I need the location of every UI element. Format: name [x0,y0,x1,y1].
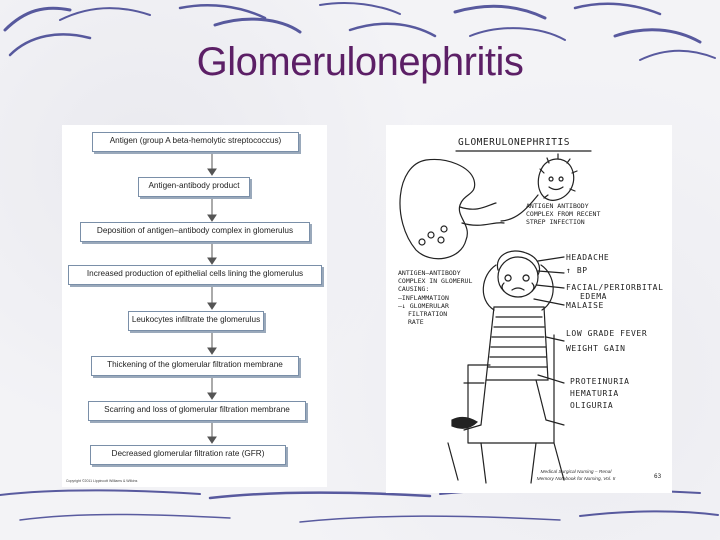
cartoon-heading: GLOMERULONEPHRITIS [458,137,570,148]
complex-label-line: STREP INFECTION [526,218,585,226]
cartoon-credit-line: Medical Surgical Nursing – Renal [540,470,612,475]
kidney-label-line: –INFLAMMATION [398,294,449,302]
symptom-label: ↑ BP [566,266,588,275]
mnemonic-cartoon: GLOMERULONEPHRITIS ANTIGEN ANTIBODY COMP… [386,125,672,493]
flow-step: Antigen-antibody product [138,177,250,197]
symptom-label: FACIAL/PERIORBITAL [566,283,664,292]
antibody-complex-drawing [537,158,575,201]
flow-step: Increased production of epithelial cells… [68,265,322,285]
symptom-label: EDEMA [580,292,608,301]
pathophysiology-flowchart: Antigen (group A beta-hemolytic streptoc… [62,125,327,487]
symptom-label: HEMATURIA [570,389,619,398]
flowchart-arrows [207,151,217,444]
cartoon-illustration [399,150,592,484]
flow-step: Antigen (group A beta-hemolytic streptoc… [92,132,299,152]
cartoon-credit-line: Memory Notebook for Nursing, Vol. II [536,477,616,482]
symptom-label: PROTEINURIA [570,377,630,386]
patient-body [485,306,549,381]
complex-label-line: COMPLEX FROM RECENT [526,210,601,218]
kidney-label-line: –↓ GLOMERULAR [398,302,449,310]
slide-title: Glomerulonephritis [196,40,524,84]
symptom-label: WEIGHT GAIN [566,344,626,353]
symptom-label: MALAISE [566,301,604,310]
flow-step: Thickening of the glomerular filtration … [91,356,299,376]
kidney-label-line: RATE [408,318,424,326]
flow-step: Decreased glomerular filtration rate (GF… [90,445,286,465]
flow-step: Leukocytes infiltrate the glomerulus [128,311,264,331]
symptom-label: HEADACHE [566,253,610,262]
flowchart-copyright: Copyright ©2011 Lippincott Williams & Wi… [66,479,138,483]
kidney-drawing [399,158,476,260]
symptom-label: OLIGURIA [570,401,614,410]
page-number: 63 [654,473,662,480]
complex-label-line: ANTIGEN ANTIBODY [526,202,589,210]
kidney-label-line: COMPLEX IN GLOMERUL [398,277,473,285]
kidney-label-line: CAUSING: [398,285,430,293]
symptom-label: LOW GRADE FEVER [566,329,648,338]
flow-step: Deposition of antigen–antibody complex i… [80,222,310,242]
patient-head [497,256,539,298]
kidney-label-line: FILTRATION [408,310,448,318]
flow-step: Scarring and loss of glomerular filtrati… [88,401,306,421]
chair [467,334,555,444]
kidney-label-line: ANTIGEN–ANTIBODY [398,269,461,277]
